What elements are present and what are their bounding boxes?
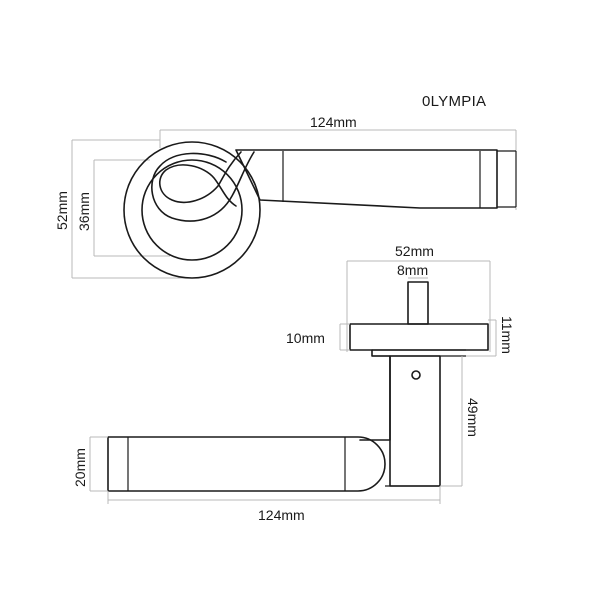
neck-length-label: 49mm <box>465 398 481 437</box>
rose-rings <box>123 141 261 279</box>
side-rose-plate <box>349 323 489 351</box>
side-lever-grip <box>107 436 440 492</box>
spindle <box>407 281 429 325</box>
bottom-length-label: 124mm <box>258 507 305 523</box>
spindle-dimension: 8mm <box>397 262 428 279</box>
rose-thickness-label: 10mm <box>286 330 325 346</box>
rose-outer-label: 52mm <box>54 191 70 230</box>
rose-outer-dimension: 52mm <box>54 139 190 279</box>
product-title: 0LYMPIA <box>422 93 486 110</box>
grip-height-dimension: 20mm <box>72 436 108 492</box>
side-neck <box>359 349 466 487</box>
backplate-dimension: 11mm <box>466 316 515 357</box>
side-rose-label: 52mm <box>395 243 434 259</box>
top-length-dimension: 124mm <box>159 114 517 210</box>
top-lever-bar <box>235 149 517 209</box>
lever-loop <box>151 151 255 222</box>
rose-inner-dimension: 36mm <box>76 159 170 257</box>
side-rose-dimension: 52mm <box>346 243 491 352</box>
grip-height-label: 20mm <box>72 448 88 487</box>
side-view: 52mm 8mm 10mm 11mm <box>72 243 515 523</box>
spindle-label: 8mm <box>397 262 428 278</box>
top-view: 124mm 52mm 36mm <box>54 114 517 279</box>
bottom-length-dimension: 124mm <box>107 486 441 523</box>
backplate-label: 11mm <box>499 316 515 354</box>
top-length-label: 124mm <box>310 114 357 130</box>
rose-inner-label: 36mm <box>76 192 92 231</box>
neck-length-dimension: 49mm <box>440 356 481 487</box>
rose-thickness-dimension: 10mm <box>286 323 350 351</box>
